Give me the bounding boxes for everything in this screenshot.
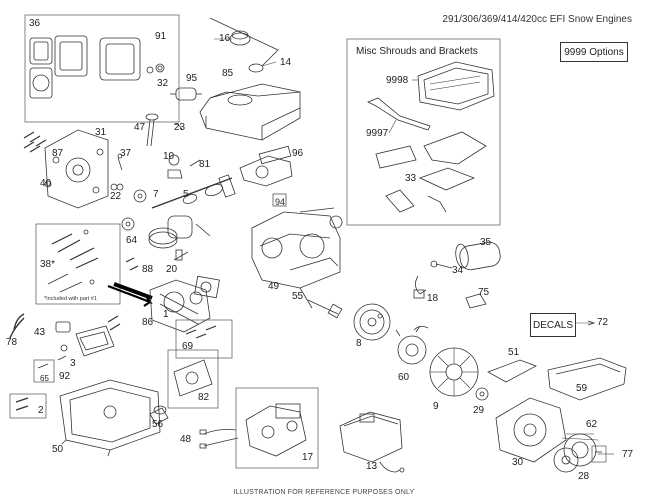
callout-43[interactable]: 43: [34, 327, 46, 338]
callout-16[interactable]: 16: [219, 33, 231, 44]
kit-note: *Included with part #1: [44, 296, 97, 302]
callout-18[interactable]: 18: [427, 293, 439, 304]
callout-72[interactable]: 72: [597, 317, 609, 328]
callout-75[interactable]: 75: [478, 287, 490, 298]
callout-17[interactable]: 17: [302, 452, 314, 463]
callout-13[interactable]: 13: [366, 461, 378, 472]
callout-96[interactable]: 96: [292, 148, 304, 159]
callout-36[interactable]: 36: [29, 18, 41, 29]
callout-28[interactable]: 28: [578, 471, 590, 482]
callout-33[interactable]: 33: [405, 173, 417, 184]
callout-37[interactable]: 37: [120, 148, 132, 159]
callout-22[interactable]: 22: [110, 191, 122, 202]
callout-64[interactable]: 64: [126, 235, 138, 246]
callout-56[interactable]: 56: [152, 419, 164, 430]
callout-31[interactable]: 31: [95, 127, 107, 138]
gasket-kit-box: [24, 14, 180, 123]
callout-32[interactable]: 32: [157, 78, 169, 89]
callout-87[interactable]: 87: [52, 148, 64, 159]
callout-60[interactable]: 60: [398, 372, 410, 383]
reference-footer: ILLUSTRATION FOR REFERENCE PURPOSES ONLY: [233, 489, 415, 496]
callout-29[interactable]: 29: [473, 405, 485, 416]
callout-51[interactable]: 51: [508, 347, 520, 358]
callout-92[interactable]: 92: [59, 371, 71, 382]
callout-69[interactable]: 69: [182, 341, 194, 352]
callout-59[interactable]: 59: [576, 383, 588, 394]
callout-34[interactable]: 34: [452, 265, 464, 276]
callout-47[interactable]: 47: [134, 122, 146, 133]
callout-7[interactable]: 7: [153, 189, 159, 200]
callout-49[interactable]: 49: [268, 281, 280, 292]
callout-62[interactable]: 62: [586, 419, 598, 430]
callout-10[interactable]: 10: [163, 151, 175, 162]
callout-38[interactable]: 38*: [40, 259, 56, 270]
callout-77[interactable]: 77: [622, 449, 634, 460]
callout-48[interactable]: 48: [180, 434, 192, 445]
callout-3[interactable]: 3: [70, 358, 76, 369]
misc-shrouds-box: [346, 38, 501, 226]
callout-65[interactable]: 65: [40, 374, 49, 383]
callout-94[interactable]: 94: [275, 197, 286, 207]
callout-85[interactable]: 85: [222, 68, 234, 79]
callout-81[interactable]: 81: [199, 159, 211, 170]
misc-shrouds-title: Misc Shrouds and Brackets: [356, 46, 478, 57]
options-button[interactable]: 9999 Options: [560, 42, 628, 62]
callout-91[interactable]: 91: [155, 31, 167, 42]
callout-40[interactable]: 40: [40, 178, 52, 189]
decals-button[interactable]: DECALS: [530, 313, 576, 337]
callout-88[interactable]: 88: [142, 264, 154, 275]
callout-30[interactable]: 30: [512, 457, 524, 468]
diagram-title: 291/306/369/414/420cc EFI Snow Engines: [442, 14, 632, 25]
callout-9998[interactable]: 9998: [386, 75, 409, 86]
callout-35[interactable]: 35: [480, 237, 492, 248]
callout-2[interactable]: 2: [38, 405, 44, 416]
callout-82[interactable]: 82: [198, 392, 210, 403]
callout-5[interactable]: 5: [183, 189, 189, 200]
callout-78[interactable]: 78: [6, 337, 18, 348]
callout-9[interactable]: 9: [433, 401, 439, 412]
callout-20[interactable]: 20: [166, 264, 178, 275]
callout-8[interactable]: 8: [356, 338, 362, 349]
callout-1[interactable]: 1: [163, 309, 169, 320]
callout-55[interactable]: 55: [292, 291, 304, 302]
callout-14[interactable]: 14: [280, 57, 292, 68]
callout-9997[interactable]: 9997: [366, 128, 389, 139]
callout-23[interactable]: 23: [174, 122, 186, 133]
callout-95[interactable]: 95: [186, 73, 198, 84]
callout-50[interactable]: 50: [52, 444, 64, 455]
callout-86[interactable]: 86: [142, 317, 154, 328]
